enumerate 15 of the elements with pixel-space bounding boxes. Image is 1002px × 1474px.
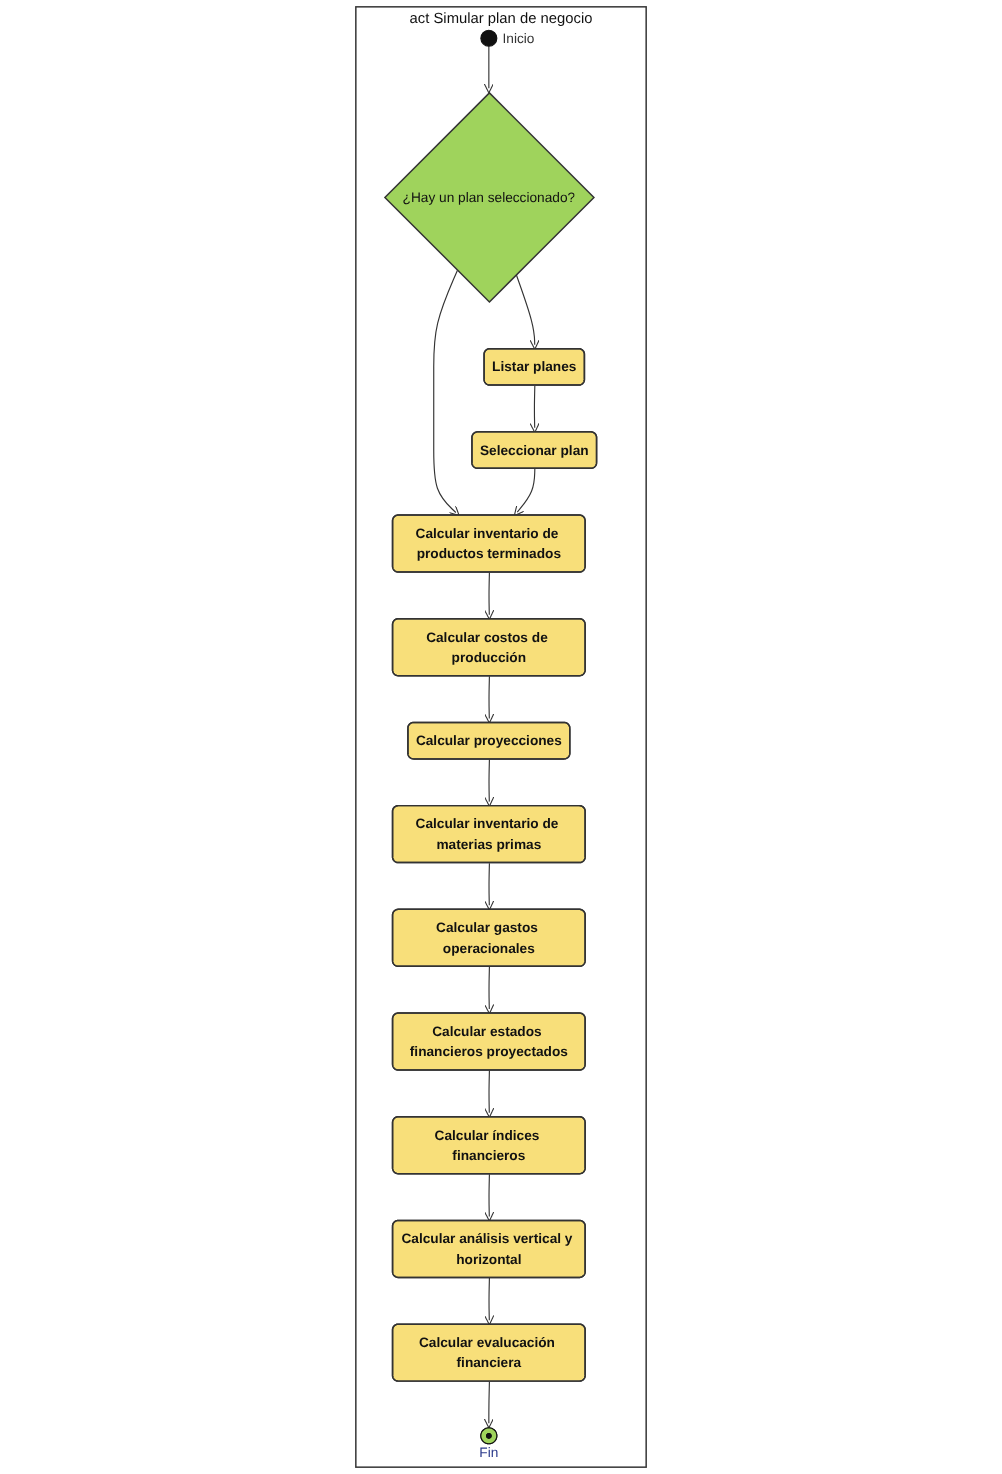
arrow [483, 1381, 494, 1429]
arrow [484, 675, 495, 724]
arrow [484, 1070, 495, 1118]
arrow [513, 468, 536, 517]
arrow [484, 572, 495, 620]
arrow [433, 269, 460, 517]
arrow [484, 1277, 495, 1326]
arrow [529, 385, 540, 433]
arrow [484, 966, 495, 1015]
arrow [484, 758, 495, 807]
arrow [484, 1173, 495, 1222]
arrow [484, 862, 495, 911]
node-circle [480, 29, 498, 47]
arrow [483, 45, 494, 94]
arrow [515, 273, 540, 350]
